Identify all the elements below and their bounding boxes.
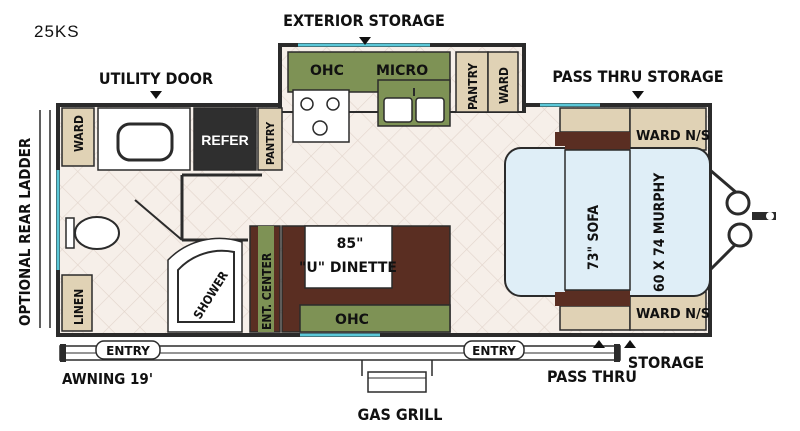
entry-step-left: ENTRY: [95, 340, 161, 360]
svg-text:PANTRY: PANTRY: [264, 121, 277, 165]
utility-door-label: UTILITY DOOR: [99, 69, 213, 88]
ward-rear: WARD: [61, 107, 95, 167]
ladder-icon: [39, 110, 51, 328]
svg-text:LINEN: LINEN: [72, 289, 86, 325]
linen-cabinet: LINEN: [61, 274, 93, 332]
entry-step-right: ENTRY: [463, 340, 525, 360]
svg-text:ENTRY: ENTRY: [472, 344, 516, 358]
dinette-ohc-label: OHC: [335, 312, 369, 328]
ward-ns-bottom: WARD N/S: [559, 291, 710, 331]
toilet-icon: [65, 216, 120, 250]
sink-icon: [383, 88, 445, 123]
arrow-down-icon: [150, 91, 162, 99]
optional-rear-ladder-label: OPTIONAL REAR LADDER: [16, 137, 34, 326]
svg-text:WARD N/S: WARD N/S: [636, 129, 710, 144]
bathroom-vanity: [97, 107, 191, 171]
model-number: 25KS: [34, 22, 80, 41]
dinette-label: "U" DINETTE: [299, 260, 397, 276]
sofa-label: 73" SOFA: [586, 205, 602, 270]
ward-top: WARD: [487, 51, 519, 113]
svg-text:REFER: REFER: [201, 132, 248, 148]
stove-icon: [300, 97, 340, 136]
gas-grill-label: GAS GRILL: [358, 405, 443, 424]
svg-text:ENTRY: ENTRY: [106, 344, 150, 358]
arrow-down-icon: [359, 37, 371, 45]
svg-text:60 X 74 MURPHY: 60 X 74 MURPHY: [652, 172, 668, 292]
hitch-icon: [708, 168, 776, 272]
svg-text:WARD: WARD: [497, 67, 511, 104]
kitchen-ohc-label: OHC: [310, 63, 344, 79]
ent-center: ENT. CENTER: [249, 225, 281, 333]
pass-thru-storage-label: PASS THRU STORAGE: [552, 67, 723, 86]
arrow-up-icon: [624, 340, 636, 348]
awning-label: AWNING 19': [62, 370, 153, 388]
storage-label: STORAGE: [628, 353, 704, 372]
svg-text:ENT. CENTER: ENT. CENTER: [260, 252, 274, 330]
pantry-side: PANTRY: [257, 107, 283, 171]
u-dinette: 85" "U" DINETTE OHC: [281, 225, 451, 333]
exterior-storage-label: EXTERIOR STORAGE: [283, 11, 445, 30]
svg-text:WARD N/S: WARD N/S: [636, 307, 710, 322]
arrow-up-icon: [593, 340, 605, 348]
pantry-top: PANTRY: [455, 51, 489, 113]
ward-ns-top: WARD N/S: [559, 107, 710, 151]
arrow-icons: [150, 37, 644, 348]
shower: SHOWER: [167, 237, 243, 333]
dinette-size-label: 85": [337, 236, 364, 252]
arrow-down-icon: [632, 91, 644, 99]
refrigerator: REFER: [193, 107, 257, 171]
murphy-bed: 60 X 74 MURPHY 73" SOFA: [504, 132, 711, 306]
svg-text:WARD: WARD: [72, 115, 86, 152]
micro-label: MICRO: [376, 63, 428, 79]
svg-text:PANTRY: PANTRY: [466, 63, 480, 110]
gas-grill: [361, 360, 433, 393]
pass-thru-label: PASS THRU: [547, 367, 637, 386]
